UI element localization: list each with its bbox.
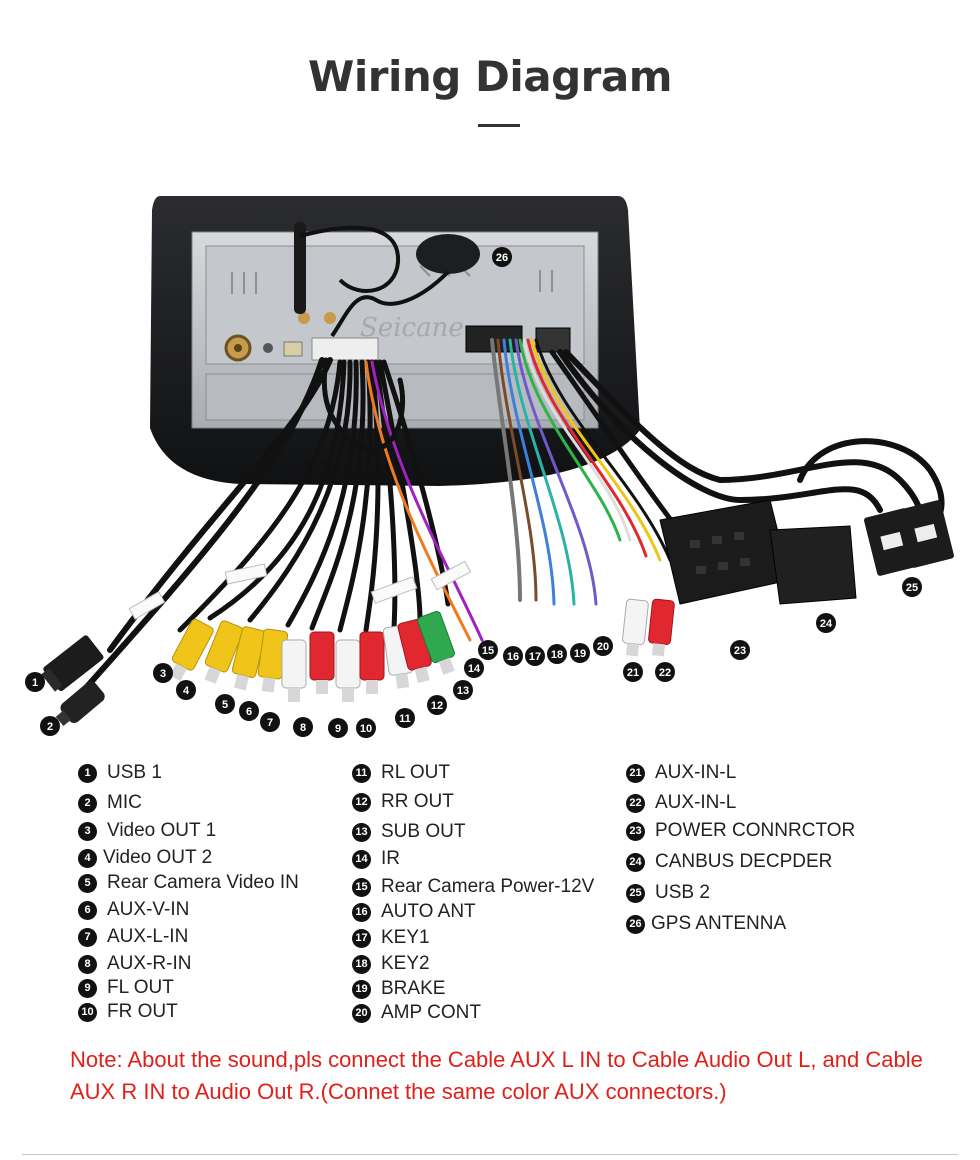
badge-13: 13 xyxy=(453,680,473,700)
svg-text:5: 5 xyxy=(222,699,228,711)
svg-text:17: 17 xyxy=(529,651,541,663)
badge-21: 21 xyxy=(623,662,643,682)
svg-text:25: 25 xyxy=(906,582,918,594)
title-underline xyxy=(478,124,520,127)
badge-4: 4 xyxy=(176,680,196,700)
svg-text:19: 19 xyxy=(574,648,586,660)
badge-14: 14 xyxy=(464,658,484,678)
svg-text:8: 8 xyxy=(300,722,306,734)
badge-8: 8 xyxy=(293,717,313,737)
badge-15: 15 xyxy=(478,640,498,660)
svg-text:1: 1 xyxy=(32,677,38,689)
badge-3: 3 xyxy=(153,663,173,683)
svg-text:11: 11 xyxy=(399,713,411,725)
badge-22: 22 xyxy=(655,662,675,682)
svg-text:18: 18 xyxy=(551,649,563,661)
badge-10: 10 xyxy=(356,718,376,738)
badge-17: 17 xyxy=(525,646,545,666)
svg-text:12: 12 xyxy=(431,700,443,712)
usb2-plugs xyxy=(864,500,954,576)
page-title: Wiring Diagram xyxy=(308,52,672,101)
svg-text:14: 14 xyxy=(468,663,481,675)
svg-text:4: 4 xyxy=(183,685,190,697)
harness-socket xyxy=(311,337,379,361)
svg-text:9: 9 xyxy=(335,723,341,735)
svg-text:24: 24 xyxy=(820,618,833,630)
badge-7: 7 xyxy=(260,712,280,732)
svg-text:13: 13 xyxy=(457,685,469,697)
badge-26: 26 xyxy=(492,247,512,267)
badge-2: 2 xyxy=(40,716,60,736)
badge-5: 5 xyxy=(215,694,235,714)
svg-text:7: 7 xyxy=(267,717,273,729)
badge-24: 24 xyxy=(816,613,836,633)
wifi-antenna xyxy=(294,222,306,314)
usb1-plug xyxy=(41,635,104,692)
power-connector xyxy=(659,499,791,605)
badge-23: 23 xyxy=(730,640,750,660)
badge-16: 16 xyxy=(503,646,523,666)
svg-text:6: 6 xyxy=(246,706,252,718)
badge-1: 1 xyxy=(25,672,45,692)
head-unit-illustration: Seicane xyxy=(25,196,954,738)
rca-plugs xyxy=(169,611,455,702)
svg-text:22: 22 xyxy=(659,667,671,679)
svg-text:21: 21 xyxy=(627,667,639,679)
svg-text:10: 10 xyxy=(360,723,372,735)
svg-text:16: 16 xyxy=(507,651,519,663)
svg-text:26: 26 xyxy=(496,252,508,264)
mic-plug xyxy=(55,681,105,727)
canbus-decoder xyxy=(769,525,857,605)
badge-12: 12 xyxy=(427,695,447,715)
svg-text:20: 20 xyxy=(597,641,609,653)
badge-9: 9 xyxy=(328,718,348,738)
svg-text:3: 3 xyxy=(160,668,166,680)
badge-18: 18 xyxy=(547,644,567,664)
note-text: Note: About the sound,pls connect the Ca… xyxy=(70,1047,923,1104)
badge-25: 25 xyxy=(902,577,922,597)
svg-text:15: 15 xyxy=(482,645,494,657)
bottom-divider xyxy=(22,1154,958,1155)
badge-11: 11 xyxy=(395,708,415,728)
svg-text:2: 2 xyxy=(47,721,53,733)
badge-20: 20 xyxy=(593,636,613,656)
gps-antenna xyxy=(416,234,480,274)
badge-6: 6 xyxy=(239,701,259,721)
badge-19: 19 xyxy=(570,643,590,663)
svg-text:23: 23 xyxy=(734,645,746,657)
